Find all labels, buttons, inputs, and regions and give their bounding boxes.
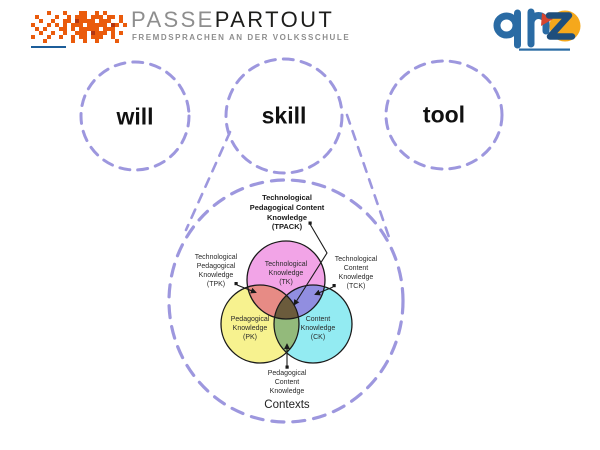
phz-red-triangle <box>541 13 553 26</box>
contexts-label: Contexts <box>264 399 310 411</box>
passepartout-wordmark-partout: PARTOUT <box>214 7 335 32</box>
passepartout-pixel-pattern <box>31 11 127 43</box>
tpack-title: Technological Pedagogical Content Knowle… <box>249 193 325 232</box>
tck-label: Technological Content Knowledge (TCK) <box>334 256 378 291</box>
tool-label: tool <box>422 101 466 128</box>
callout-line-right <box>345 113 393 245</box>
tool-circle <box>384 59 504 171</box>
pck-connector-dot <box>285 365 289 369</box>
phz-logo <box>493 8 581 51</box>
tck-connector-arrow <box>314 286 334 296</box>
skill-label: skill <box>261 102 307 129</box>
pck-label: Pedagogical Content Knowledge <box>267 370 307 396</box>
tpk-label: Technological Pedagogical Knowledge (TPK… <box>194 254 238 289</box>
passepartout-subtitle: FREMDSPRACHEN AN DER VOLKSSCHULE <box>132 32 351 42</box>
phz-underline <box>519 48 570 51</box>
tk-label: Technological Knowledge (TK) <box>264 261 308 287</box>
tpk-connector-arrow <box>236 284 257 294</box>
tck-overlap <box>274 285 325 319</box>
phz-letter-z <box>545 12 576 40</box>
tk-circle-outline <box>246 240 326 320</box>
ck-label: Content Knowledge (CK) <box>300 316 336 342</box>
will-circle <box>79 60 191 172</box>
skill-circle <box>224 57 344 175</box>
tpack-connector-dot <box>308 221 312 225</box>
pk-circle-outline <box>220 284 300 364</box>
tpk-overlap <box>247 285 299 319</box>
contexts-circle <box>167 178 405 424</box>
phz-letter-p <box>493 12 520 39</box>
tpk-connector-dot <box>234 282 238 286</box>
callout-line-left <box>184 130 232 232</box>
ck-circle-outline <box>273 284 353 364</box>
tck-connector-dot <box>332 284 336 288</box>
pk-label: Pedagogical Knowledge (PK) <box>230 316 270 342</box>
passepartout-wordmark: PASSEPARTOUT <box>131 7 334 33</box>
passepartout-underline <box>31 46 66 48</box>
passepartout-wordmark-passe: PASSE <box>131 7 215 32</box>
tpack-connector-line <box>293 223 328 306</box>
will-label: will <box>116 103 154 130</box>
